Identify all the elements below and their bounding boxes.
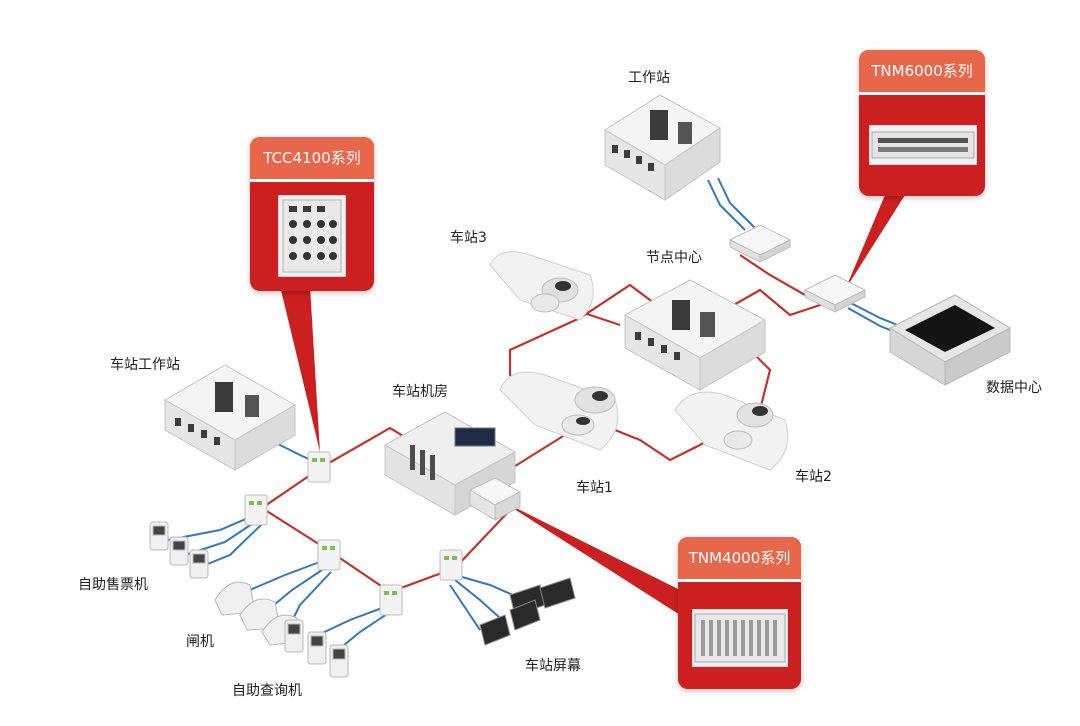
tnm6000-pointer [845,195,905,290]
label-station1: 车站1 [576,480,613,496]
station3-train [489,251,594,321]
blue-screen-3 [449,584,481,631]
tcc4100-pointer [280,286,320,452]
tnm6000-device-icon [871,131,975,159]
switches [244,224,867,616]
switch-gate [317,539,341,571]
link-sw1-sw2 [260,466,511,594]
label-workstation: 工作站 [628,70,670,86]
tnm4000-device-image [692,609,788,667]
callout-tcc4100-title: TCC4100系列 [250,137,374,182]
blue-gate-2 [267,565,329,611]
link-node-center [739,254,806,296]
station-screen-2 [539,577,576,609]
query-machine-2 [307,631,327,665]
switch-tcc-station [307,451,331,483]
switch-screen [439,549,463,581]
switch-query [379,584,403,616]
label-station-room: 车站机房 [392,384,448,400]
callout-tnm4000-title: TNM4000系列 [678,537,801,582]
query-machine-3 [329,644,349,678]
ticket-machine-3 [189,549,209,579]
ticket-machines [149,521,209,579]
label-ticket-machine: 自助售票机 [78,577,148,593]
blue-workstation-switch [707,179,746,231]
query-machines [284,619,349,678]
workstation-building [604,94,721,201]
label-node-center: 节点中心 [646,250,702,266]
label-station2: 车站2 [795,469,832,485]
link-station1-station3 [508,283,836,421]
station2-train [674,391,789,471]
callout-tnm6000-title: TNM6000系列 [859,50,985,95]
blue-screen-1 [454,574,521,599]
tnm4000-pointer [500,500,680,615]
tnm4000-device-icon [694,613,786,663]
blue-links [167,177,906,651]
query-machine-1 [284,619,304,653]
blue-ticket-3 [204,523,263,566]
blue-query-1 [317,604,391,636]
ticket-machine-2 [169,536,189,566]
station-workstation-building [164,364,296,471]
switch-ticket [244,494,268,526]
label-data-center: 数据中心 [986,380,1042,396]
callout-tnm6000: TNM6000系列 [859,50,985,196]
callout-tnm4000: TNM4000系列 [678,537,801,689]
switch-data-center [803,274,867,313]
label-query-machine: 自助查询机 [232,683,302,699]
blue-workstation-switch-2 [717,177,756,229]
label-station-screen: 车站屏幕 [525,658,581,674]
station-screens [479,577,576,646]
label-gate: 闸机 [186,634,214,650]
station1-train [499,371,619,451]
station-screen-4 [509,599,541,631]
blue-ticket-1 [167,514,256,541]
callout-tcc4100: TCC4100系列 [250,137,374,291]
node-center-building [623,279,767,391]
label-station3: 车站3 [450,230,487,246]
station-screen-3 [479,614,511,646]
blue-gate-1 [244,559,326,593]
tcc4100-device-icon [282,199,342,273]
blue-screen-2 [454,579,501,619]
link-station1-station2 [589,339,772,462]
tcc4100-device-image [278,195,346,277]
data-center-building [888,294,1012,386]
tnm6000-device-image [869,125,977,165]
switch-workstation [728,224,792,263]
blue-query-2 [337,609,394,651]
switch-tnm4000 [468,477,522,521]
ticket-machine-1 [149,521,169,551]
label-station-workstation: 车站工作站 [110,357,180,373]
